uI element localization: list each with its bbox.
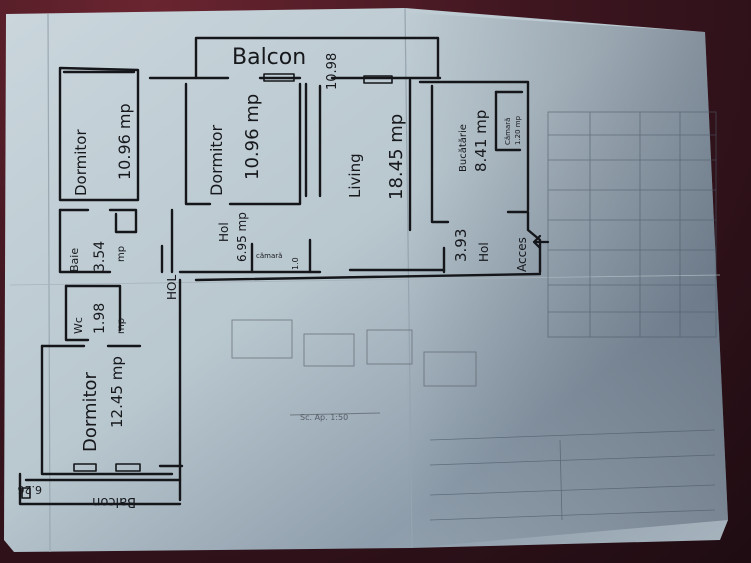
room-name-wc: Wc bbox=[72, 317, 85, 334]
balcony-bottom-label: Balcon bbox=[92, 494, 136, 509]
room-area-dormitor-2: 10.96 mp bbox=[242, 94, 263, 180]
room-area-bucatarie: 8.41 mp bbox=[472, 110, 490, 172]
room-name-hol-right: Hol bbox=[477, 242, 491, 262]
faint-scale-note: Sc. Ap. 1:50 bbox=[300, 413, 348, 422]
window-marks bbox=[21, 73, 393, 499]
balcony-label: Balcon bbox=[232, 45, 306, 70]
room-area-hol-right: 3.93 bbox=[452, 229, 470, 262]
room-name-hol-center: Hol bbox=[217, 222, 231, 242]
room-area-hol-center: 6.95 mp bbox=[235, 212, 249, 262]
floor-plan-walls bbox=[18, 36, 542, 506]
room-name-dormitor-1: Dormitor bbox=[72, 129, 90, 196]
room-name-living: Living bbox=[346, 153, 364, 198]
room-name-camara-center: cămară bbox=[256, 252, 282, 260]
room-name-camara-kitchen: Cămară bbox=[504, 118, 512, 145]
room-area-dormitor-3: 12.45 mp bbox=[108, 356, 126, 428]
balcony-bottom-area: 6.26 bbox=[18, 483, 43, 496]
room-unit-wc: mp bbox=[116, 318, 127, 334]
room-name-bucatarie: Bucătărie bbox=[458, 124, 469, 172]
room-area-camara-kitchen: 1.20 mp bbox=[514, 115, 522, 145]
room-area-wc: 1.98 bbox=[92, 303, 108, 334]
entry-arrow-icon bbox=[532, 234, 550, 250]
balcony-area: 10.98 bbox=[325, 53, 340, 90]
room-area-camara-center: 1.0 bbox=[291, 257, 300, 270]
room-name-dormitor-3: Dormitor bbox=[80, 371, 101, 452]
room-name-hol-left: HOL bbox=[165, 275, 179, 300]
room-name-baie: Baie bbox=[68, 248, 81, 272]
stamp-table bbox=[429, 111, 717, 521]
room-unit-baie: mp bbox=[116, 246, 127, 262]
room-area-dormitor-1: 10.96 mp bbox=[115, 103, 134, 180]
room-area-baie: 3.54 bbox=[92, 241, 108, 272]
faint-sketches bbox=[231, 319, 477, 416]
room-area-living: 18.45 mp bbox=[386, 114, 407, 200]
acces-label: Acces bbox=[515, 237, 529, 272]
room-name-dormitor-2: Dormitor bbox=[207, 125, 226, 197]
